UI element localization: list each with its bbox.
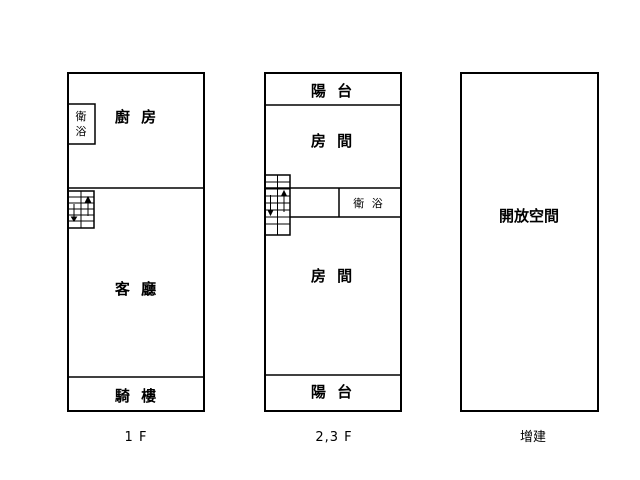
floor-plan-extension (460, 72, 599, 412)
stairs-23f-icon (264, 174, 291, 236)
label-23f-room-upper: 房 間 (311, 132, 355, 150)
bathroom-1f-box (67, 103, 96, 145)
label-23f-balcony-top: 陽 台 (311, 82, 355, 100)
label-1f-bathroom-line1: 衛 (76, 110, 87, 123)
label-1f-arcade: 騎 樓 (115, 387, 159, 405)
stairs-1f-icon (67, 190, 95, 229)
label-1f-kitchen: 廚 房 (115, 108, 159, 126)
plan-23f-outline (264, 72, 402, 412)
plan-extension-outline (460, 72, 599, 412)
label-1f-living-room: 客 廳 (114, 280, 159, 298)
floor-plan-23f (264, 72, 402, 412)
caption-1f: 1 F (125, 430, 148, 445)
floor-plan-1f (67, 72, 205, 412)
caption-extension: 增建 (520, 430, 546, 445)
label-1f-bathroom-line2: 浴 (76, 125, 87, 138)
label-extension-open-space: 開放空間 (499, 207, 559, 225)
label-23f-bathroom: 衛 浴 (353, 197, 385, 210)
label-23f-balcony-bottom: 陽 台 (311, 383, 355, 401)
label-23f-room-lower: 房 間 (311, 267, 355, 285)
caption-23f: 2,3 F (315, 430, 352, 445)
plan-1f-outline (67, 72, 205, 412)
